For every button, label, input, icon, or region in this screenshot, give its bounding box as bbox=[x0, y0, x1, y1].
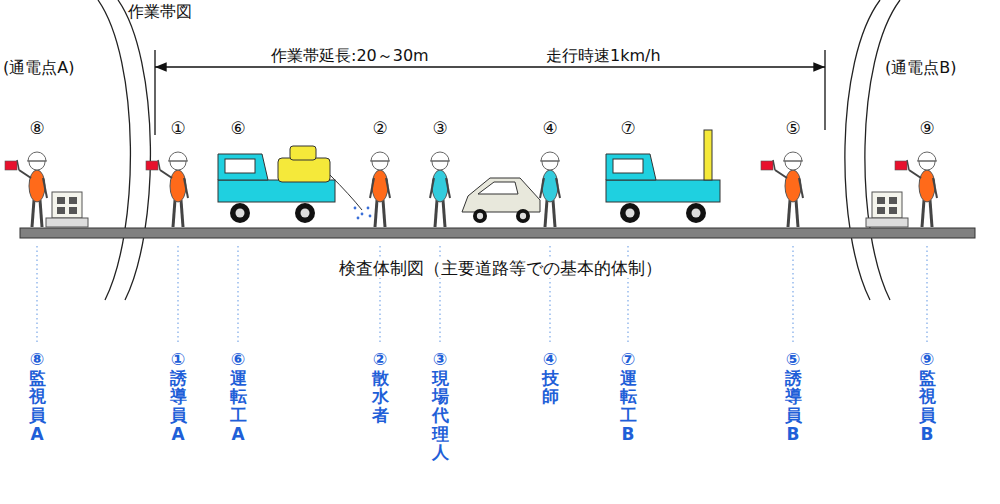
boundary-arc bbox=[118, 0, 150, 300]
note-label: 作業帯延長:20～30m bbox=[268, 46, 432, 65]
role-label: ④技師 bbox=[542, 350, 559, 406]
leader-line bbox=[177, 246, 178, 345]
callout-number: ⑤ bbox=[785, 118, 800, 138]
role-label: ⑦運転工B bbox=[620, 350, 637, 443]
role-label: ①誘導員A bbox=[170, 350, 187, 443]
role-label: ⑤誘導員B bbox=[785, 350, 802, 443]
dimension-tick bbox=[154, 50, 155, 135]
worker-figure bbox=[895, 152, 937, 227]
inspection-vehicle bbox=[462, 178, 540, 223]
boundary-arc bbox=[865, 0, 900, 300]
worker-figure bbox=[540, 152, 560, 227]
role-label: ⑧監視員A bbox=[29, 350, 46, 443]
callout-number: ④ bbox=[542, 118, 557, 138]
note-label: (通電点A) bbox=[3, 58, 74, 77]
callout-number: ⑨ bbox=[919, 118, 934, 138]
leader-line bbox=[926, 246, 927, 345]
diagram-title: 作業帯図 bbox=[128, 2, 192, 21]
diagram-caption: 検査体制図（主要道路等での基本的体制） bbox=[336, 258, 665, 278]
leader-line bbox=[792, 246, 793, 345]
note-label: 走行時速1km/h bbox=[543, 46, 664, 65]
worker-figure bbox=[761, 152, 803, 227]
callout-number: ⑧ bbox=[29, 118, 44, 138]
truck bbox=[606, 130, 720, 223]
dimension-tick bbox=[824, 50, 825, 130]
callout-number: ② bbox=[372, 118, 387, 138]
role-label: ⑨監視員B bbox=[919, 350, 936, 443]
role-label: ⑥運転工A bbox=[230, 350, 247, 443]
worker-figure bbox=[430, 152, 450, 227]
leader-line bbox=[237, 246, 238, 345]
callout-number: ③ bbox=[432, 118, 447, 138]
callout-number: ⑥ bbox=[230, 118, 245, 138]
role-label: ③現場代理人 bbox=[432, 350, 449, 462]
power-box bbox=[46, 192, 88, 227]
leader-line bbox=[36, 246, 37, 345]
water-truck bbox=[218, 146, 371, 223]
worker-figure bbox=[146, 152, 188, 227]
note-label: (通電点B) bbox=[885, 58, 956, 77]
road-surface bbox=[20, 228, 975, 238]
power-box bbox=[866, 192, 908, 227]
boundary-arc bbox=[98, 0, 130, 300]
worker-figure bbox=[370, 152, 390, 227]
worker-figure bbox=[5, 152, 47, 227]
dimension-line bbox=[155, 66, 825, 67]
callout-number: ① bbox=[170, 118, 185, 138]
callout-number: ⑦ bbox=[620, 118, 635, 138]
role-label: ②散水者 bbox=[372, 350, 389, 425]
